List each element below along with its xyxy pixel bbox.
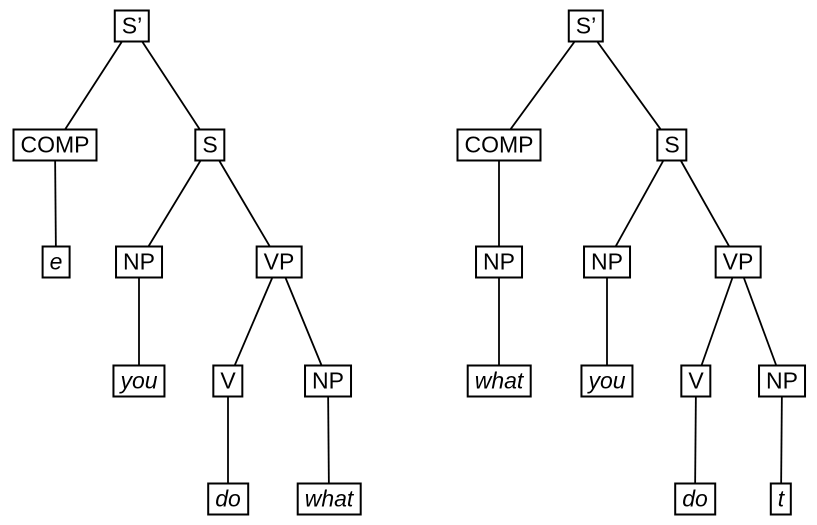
tree-edge-right-tree-v-do: [694, 380, 697, 500]
tree-node-right-tree-vp: VP: [714, 245, 762, 279]
tree-edge-left-tree-s-vp: [209, 144, 280, 263]
tree-node-left-tree-comp: COMP: [12, 128, 98, 162]
tree-edge-left-tree-comp-e: [54, 144, 57, 263]
tree-edge-right-tree-sbar-s: [585, 25, 673, 146]
tree-node-left-tree-do: do: [207, 482, 249, 516]
tree-node-left-tree-v: V: [212, 364, 244, 398]
tree-edge-right-tree-np-obj-t: [780, 380, 783, 500]
tree-node-right-tree-np-subj: NP: [583, 245, 631, 279]
tree-node-left-tree-what: what: [296, 482, 362, 516]
tree-edge-left-tree-vp-np-obj: [278, 261, 329, 382]
tree-edge-left-tree-vp-v: [227, 261, 280, 382]
tree-edge-right-tree-vp-v: [695, 261, 739, 382]
tree-edge-right-tree-s-vp: [671, 144, 739, 263]
tree-node-left-tree-s: S: [194, 128, 226, 162]
tree-node-right-tree-you: you: [580, 364, 634, 398]
tree-edge-left-tree-sbar-s: [131, 25, 211, 146]
tree-node-right-tree-np-comp: NP: [475, 245, 523, 279]
tree-node-left-tree-np-subj: NP: [115, 245, 163, 279]
tree-node-right-tree-t: t: [769, 482, 793, 516]
tree-node-right-tree-v: V: [680, 364, 712, 398]
tree-node-left-tree-sbar: S’: [113, 9, 151, 43]
tree-node-right-tree-sbar: S’: [567, 9, 605, 43]
tree-edge-right-tree-sbar-comp: [498, 25, 587, 146]
tree-edge-left-tree-s-np-subj: [138, 144, 211, 263]
tree-node-left-tree-you: you: [112, 364, 166, 398]
tree-edge-right-tree-vp-np-obj: [737, 261, 783, 382]
tree-edge-right-tree-s-np-subj: [606, 144, 673, 263]
tree-node-right-tree-what: what: [466, 364, 532, 398]
tree-node-left-tree-np-obj: NP: [304, 364, 352, 398]
tree-node-left-tree-vp: VP: [255, 245, 303, 279]
tree-node-right-tree-do: do: [674, 482, 716, 516]
tree-node-left-tree-e: e: [41, 245, 71, 279]
tree-node-right-tree-s: S: [656, 128, 688, 162]
tree-edge-left-tree-np-obj-what: [327, 380, 330, 500]
tree-node-right-tree-comp: COMP: [456, 128, 542, 162]
tree-edge-left-tree-sbar-comp: [54, 25, 133, 146]
tree-node-right-tree-np-obj: NP: [758, 364, 806, 398]
